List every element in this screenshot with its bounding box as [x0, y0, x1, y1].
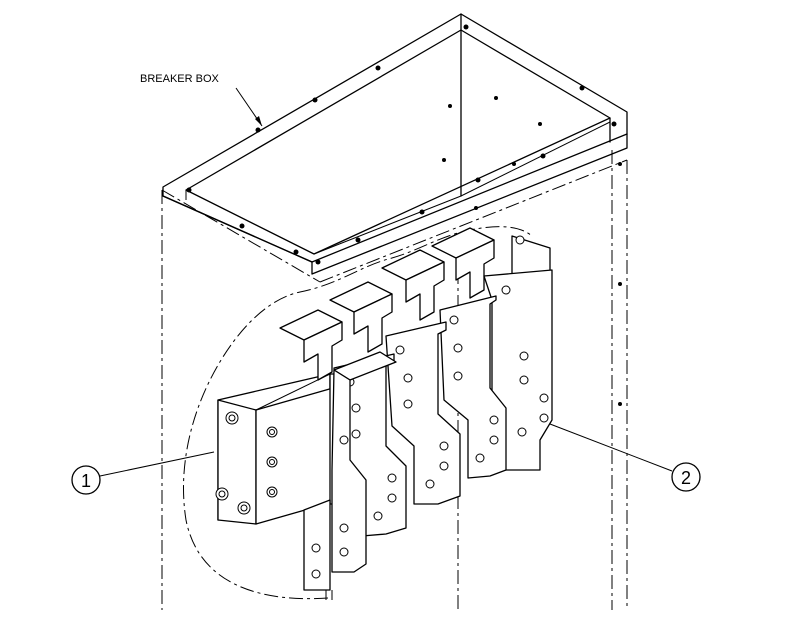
callout-2-leader	[549, 423, 673, 472]
breaker-box-callout: BREAKER BOX	[140, 73, 263, 127]
breaker-box	[162, 13, 628, 406]
callout-1-label: 1	[81, 471, 91, 491]
cutaway-boundary	[183, 226, 533, 600]
bus-bar-bracket-4	[381, 249, 507, 479]
bus-bar-bracket-1	[303, 351, 397, 591]
terminal-block	[215, 373, 341, 525]
bus-bar-bracket-3	[329, 281, 461, 505]
callout-2: 2	[549, 423, 701, 492]
callout-1-leader	[99, 451, 215, 477]
callout-1-circle	[71, 465, 101, 495]
callout-2-label: 2	[681, 468, 691, 488]
callout-2-circle	[671, 462, 701, 492]
bus-bar-brackets	[279, 227, 553, 600]
callout-1: 1	[71, 451, 215, 495]
breaker-box-label: BREAKER BOX	[140, 73, 220, 85]
